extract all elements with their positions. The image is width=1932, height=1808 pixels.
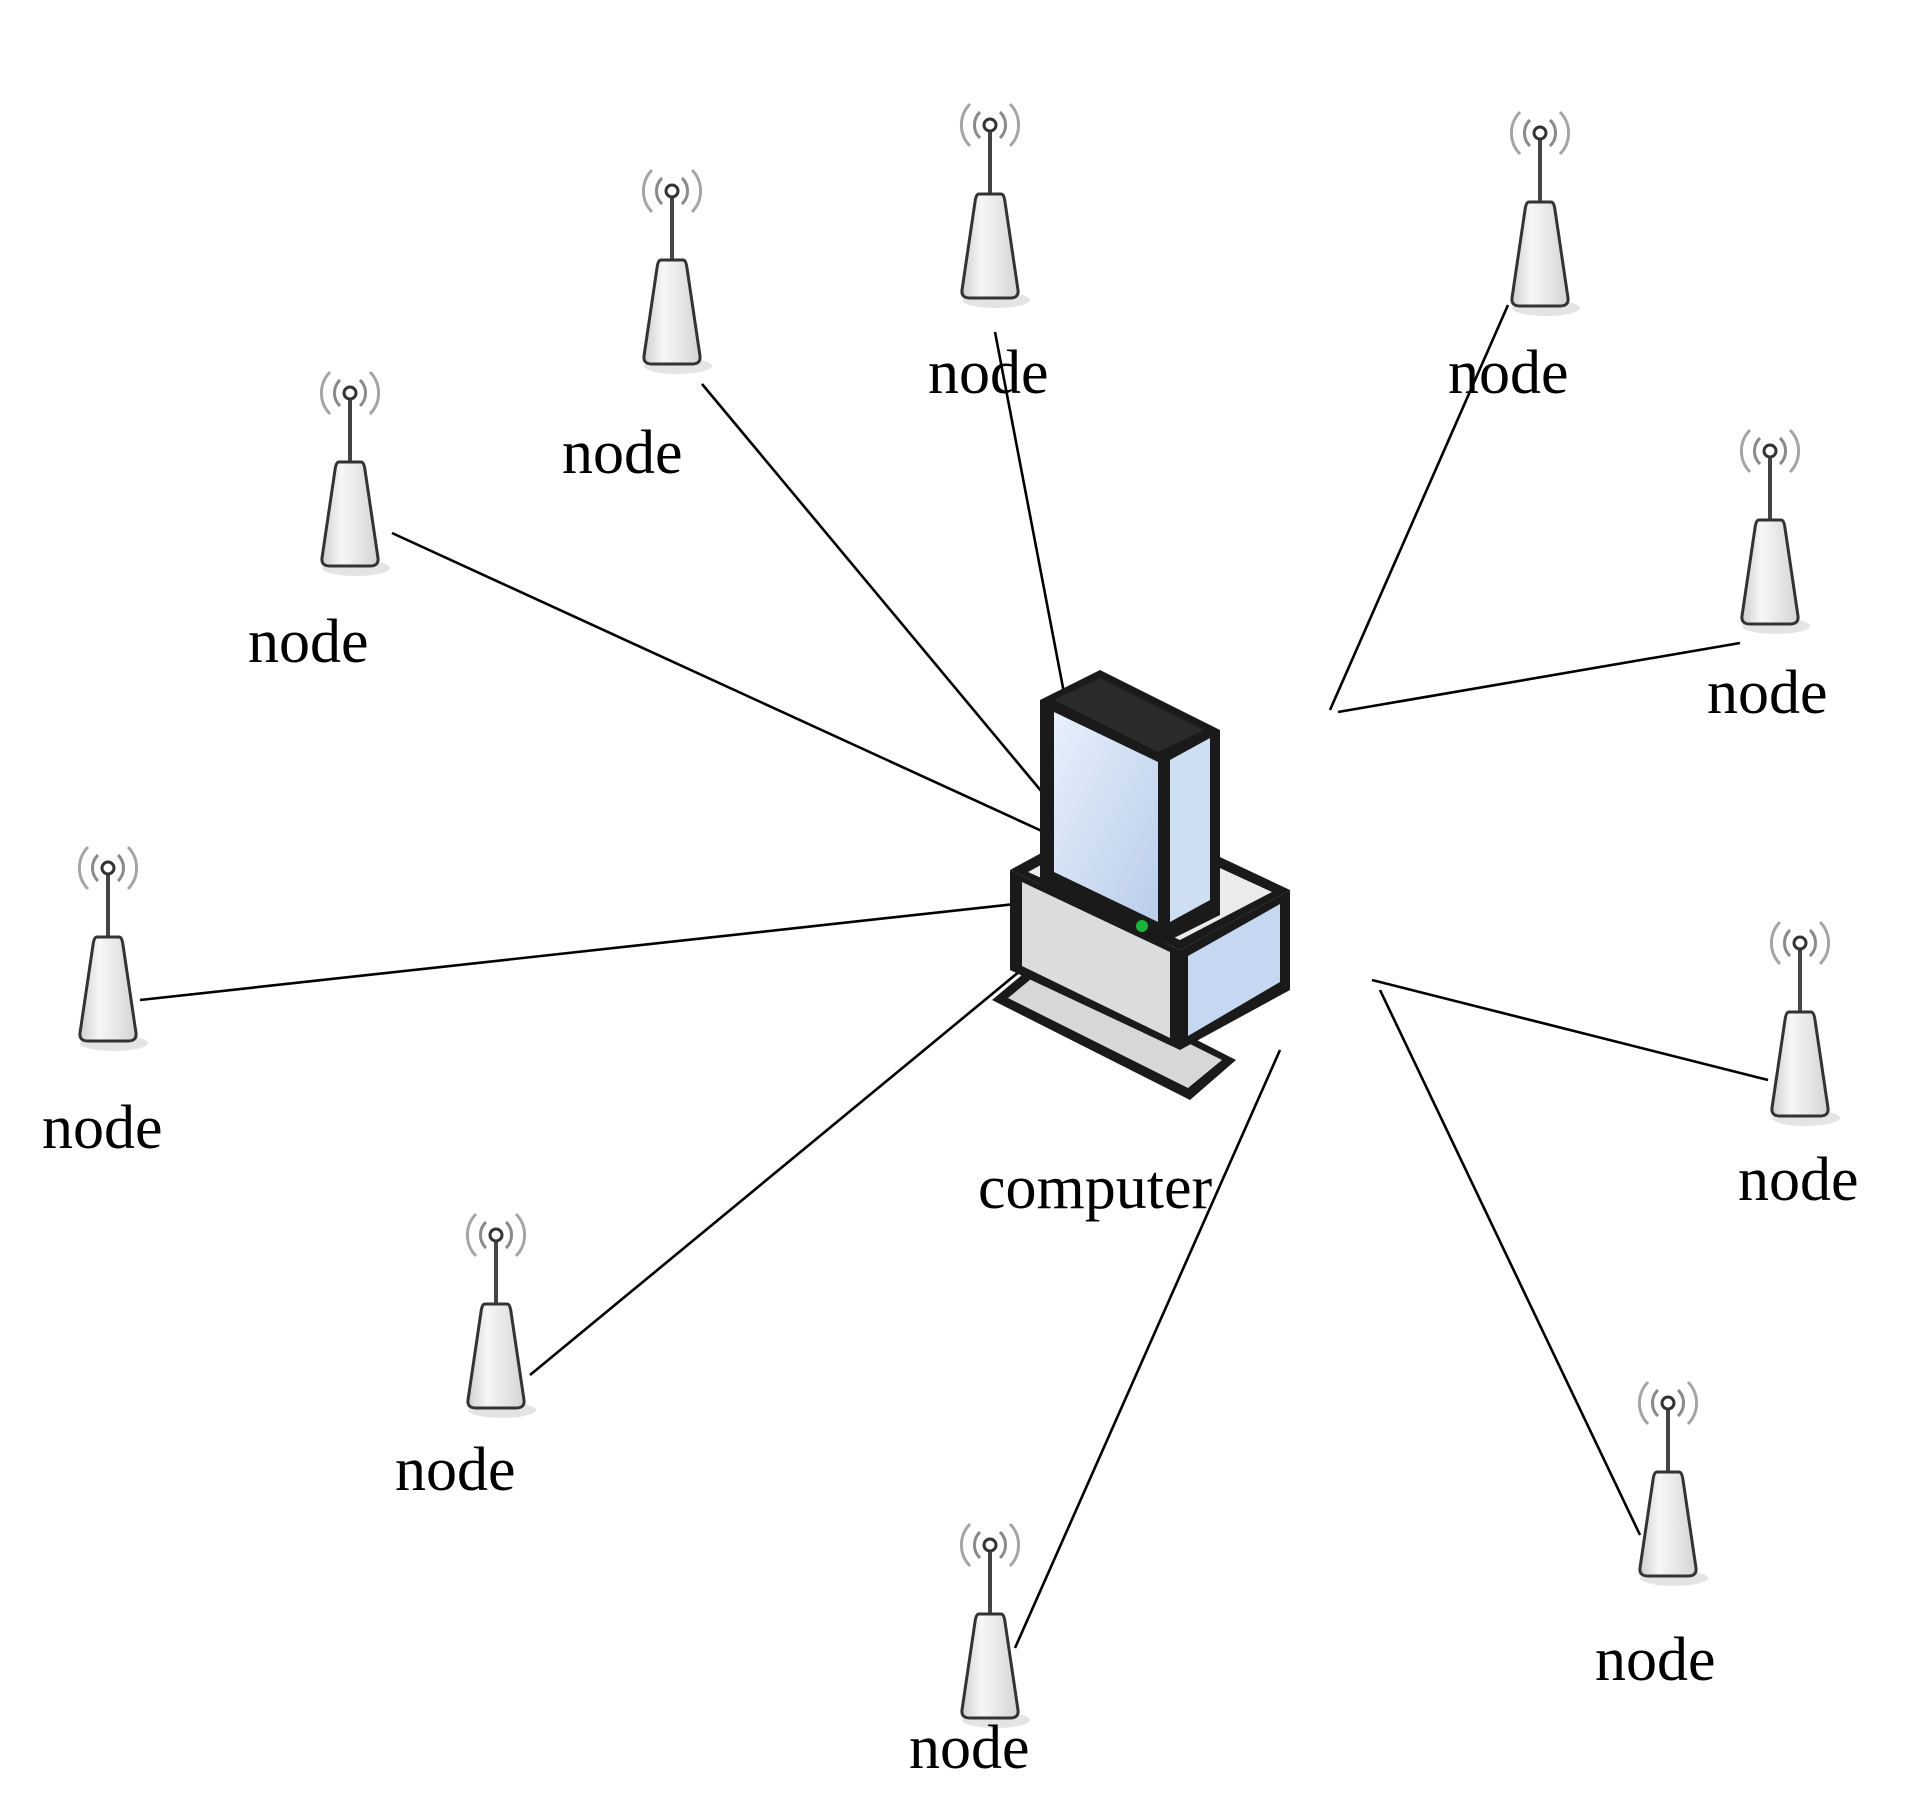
wireless-antenna-icon	[1637, 1380, 1710, 1588]
node-label: node	[1448, 339, 1569, 407]
computer-label: computer	[978, 1154, 1212, 1222]
connection-line	[391, 531, 1093, 856]
node-label: node	[395, 1436, 516, 1504]
node-group: node node node node node node node node node node	[42, 102, 1859, 1782]
node-label: node	[42, 1094, 163, 1162]
node-label: node	[1707, 659, 1828, 727]
wireless-antenna-icon	[959, 1522, 1032, 1730]
wireless-antenna-icon	[1739, 428, 1812, 636]
wireless-antenna-icon	[641, 168, 714, 376]
wireless-antenna-icon	[1509, 110, 1582, 318]
desktop-computer-icon	[992, 670, 1290, 1100]
connection-lines	[139, 304, 1769, 1649]
node-label: node	[562, 419, 683, 487]
connection-line	[139, 893, 1098, 1002]
connection-line	[529, 908, 1095, 1377]
computer-hub: computer	[978, 670, 1290, 1222]
node-label: node	[248, 608, 369, 676]
wireless-antenna-icon	[1769, 920, 1842, 1128]
node-label: node	[1738, 1146, 1859, 1214]
connection-line	[1013, 1049, 1282, 1649]
network-node: node	[1738, 920, 1859, 1214]
network-node: node	[42, 845, 163, 1162]
connection-line	[1371, 978, 1769, 1082]
network-node: node	[248, 370, 392, 676]
network-node: node	[1707, 428, 1828, 727]
wireless-antenna-icon	[77, 845, 150, 1053]
connection-line	[1328, 304, 1510, 711]
network-node: node	[909, 1522, 1032, 1782]
network-node: node	[562, 168, 714, 487]
connection-line	[1378, 989, 1642, 1536]
wireless-antenna-icon	[465, 1212, 538, 1420]
connection-line	[1337, 641, 1741, 714]
network-node: node	[1595, 1380, 1716, 1694]
node-label: node	[909, 1714, 1030, 1782]
node-label: node	[928, 339, 1049, 407]
connection-line	[701, 383, 1093, 853]
node-label: node	[1595, 1626, 1716, 1694]
network-node: node	[395, 1212, 538, 1504]
network-node: node	[928, 102, 1049, 407]
wireless-antenna-icon	[319, 370, 392, 578]
network-node: node	[1448, 110, 1582, 407]
wireless-antenna-icon	[959, 102, 1032, 310]
